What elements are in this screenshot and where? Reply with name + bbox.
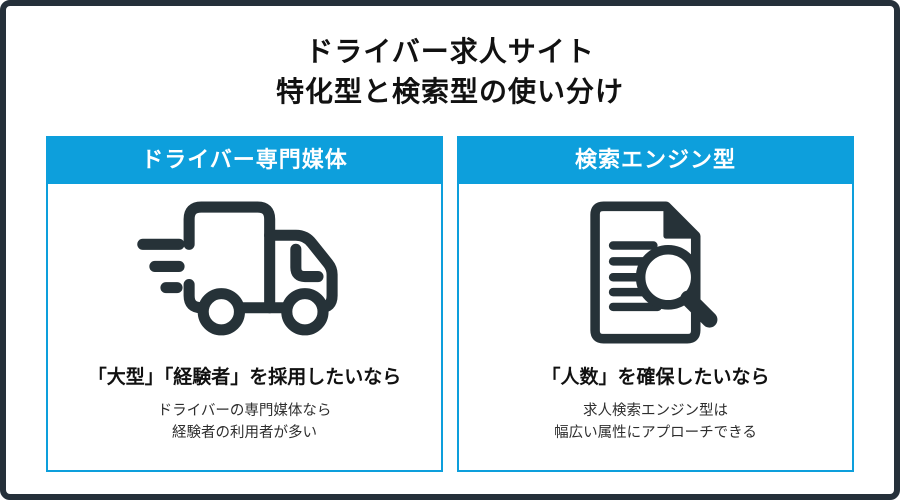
card-description-search: 求人検索エンジン型は 幅広い属性にアプローチできる: [554, 400, 757, 445]
card-description-specialized-line2: 経験者の利用者が多い: [172, 425, 317, 442]
page-title-line1: ドライバー求人サイト: [305, 36, 595, 67]
card-search-engine-type: 検索エンジン型: [457, 136, 854, 472]
card-body-specialized: 「大型」「経験者」を採用したいなら ドライバーの専門媒体なら 経験者の利用者が多…: [48, 184, 441, 470]
card-header-specialized: ドライバー専門媒体: [46, 136, 443, 184]
card-description-specialized: ドライバーの専門媒体なら 経験者の利用者が多い: [158, 400, 332, 445]
card-description-search-line2: 幅広い属性にアプローチできる: [554, 425, 757, 442]
card-caption-search: 「人数」を確保したいなら: [541, 367, 770, 388]
comparison-cards: ドライバー専門媒体: [46, 136, 854, 472]
card-caption-specialized: 「大型」「経験者」を採用したいなら: [87, 367, 402, 388]
card-driver-specialized-media: ドライバー専門媒体: [46, 136, 443, 472]
card-description-search-line1: 求人検索エンジン型は: [583, 403, 728, 419]
page-title: ドライバー求人サイト 特化型と検索型の使い分け: [6, 32, 894, 112]
page-title-line2: 特化型と検索型の使い分け: [275, 75, 624, 107]
card-description-specialized-line1: ドライバーの専門媒体なら: [157, 403, 332, 419]
truck-icon: [136, 196, 354, 348]
card-body-search: 「人数」を確保したいなら 求人検索エンジン型は 幅広い属性にアプローチできる: [459, 184, 852, 470]
document-search-icon: [589, 196, 723, 348]
card-header-search: 検索エンジン型: [457, 136, 854, 184]
